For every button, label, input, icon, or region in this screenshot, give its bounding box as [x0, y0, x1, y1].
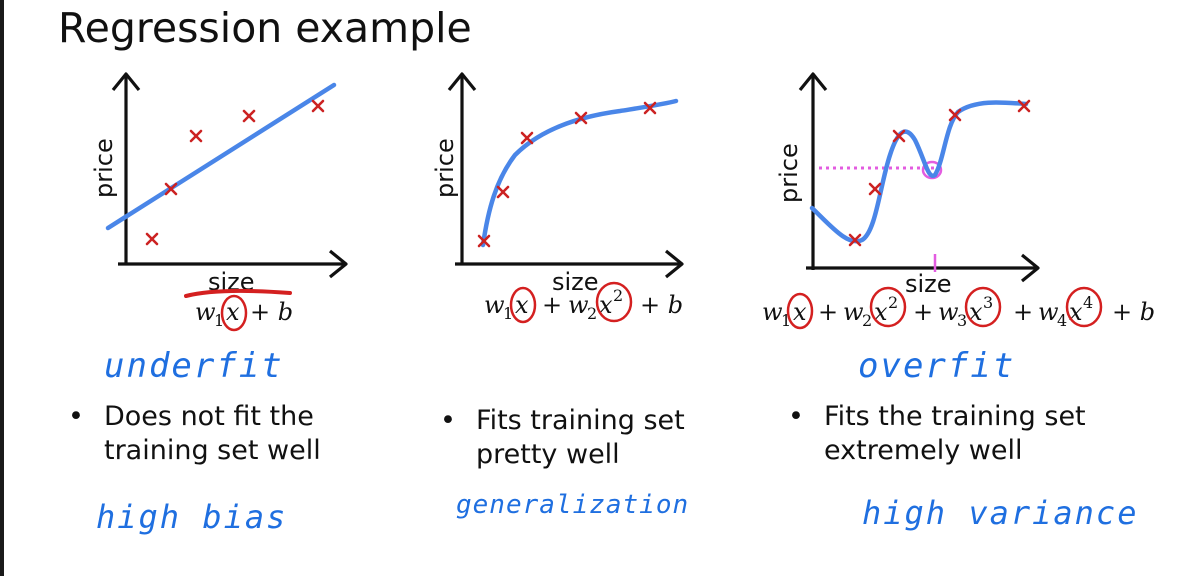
data-point [477, 234, 491, 248]
underfit-label: underfit [104, 346, 284, 386]
panel-overfit: price size w 1 x + w 2 x 2 + w 3 x 3 + [762, 72, 1155, 330]
data-points [145, 99, 325, 246]
equation-underfit: w 1 x + b [195, 294, 293, 332]
circled-term [1065, 286, 1103, 328]
bullet-underfit: • Does not fit the training set well [68, 400, 321, 468]
data-point [189, 129, 203, 143]
bullet-dot: • [788, 401, 804, 432]
equation-overfit: w 1 x + w 2 x 2 + w 3 x 3 + w 4 x 4 + b [762, 286, 1155, 330]
bullet-good-fit: • Fits training set pretty well [440, 404, 685, 472]
red-underline-mark [184, 289, 292, 298]
data-point [145, 232, 159, 246]
svg-text:1: 1 [781, 311, 791, 330]
data-point [574, 111, 588, 125]
data-point [643, 101, 657, 115]
high-variance-label: high variance [862, 494, 1139, 532]
svg-text:w: w [938, 298, 959, 326]
svg-text:+ b: + b [250, 298, 293, 326]
overfit-label: overfit [858, 346, 1016, 386]
data-point [868, 182, 882, 196]
x-axis-arrowhead [664, 249, 684, 279]
equation-good-fit: w 1 x + w 2 x 2 + b [484, 281, 683, 324]
bullet-line: training set well [104, 435, 321, 466]
data-point [311, 99, 325, 113]
bullet-line: Does not fit the [104, 401, 314, 432]
y-axis-label: price [775, 143, 803, 203]
generalization-label: generalization [456, 490, 690, 520]
data-point [164, 182, 178, 196]
bullet-line: pretty well [476, 439, 620, 470]
svg-text:2: 2 [888, 293, 898, 312]
y-axis-label: price [90, 138, 118, 198]
svg-text:+ b: + b [1112, 298, 1155, 326]
circled-term [220, 294, 248, 332]
circled-term [869, 286, 907, 328]
data-point [520, 131, 534, 145]
bullet-dot: • [440, 405, 456, 436]
svg-text:+: + [818, 298, 838, 326]
svg-text:x: x [793, 298, 807, 326]
svg-text:3: 3 [983, 293, 993, 312]
svg-text:4: 4 [1057, 311, 1067, 330]
highlight-circle [921, 160, 943, 180]
y-axis-arrowhead [111, 72, 141, 92]
svg-text:x: x [599, 291, 613, 319]
panel-good-fit: price size w 1 x + w 2 x 2 + b [431, 72, 684, 324]
y-axis-label: price [431, 138, 459, 198]
svg-text:2: 2 [862, 311, 872, 330]
svg-text:x: x [1069, 298, 1083, 326]
data-point [242, 109, 256, 123]
data-points [848, 99, 1031, 247]
data-point [848, 233, 862, 247]
y-axis-arrowhead [798, 72, 828, 92]
page-title: Regression example [58, 4, 472, 52]
svg-text:4: 4 [1083, 293, 1093, 312]
circled-term [786, 292, 814, 330]
data-points [477, 101, 657, 248]
svg-text:w: w [1038, 298, 1059, 326]
data-point [948, 108, 962, 122]
svg-text:+: + [913, 298, 933, 326]
svg-text:w: w [843, 298, 864, 326]
linear-fit-line [105, 82, 337, 231]
data-point [892, 129, 906, 143]
x-axis-label: size [905, 270, 952, 298]
svg-text:3: 3 [957, 311, 967, 330]
svg-text:x: x [226, 298, 240, 326]
bullet-line: extremely well [824, 435, 1023, 466]
circled-term [509, 286, 537, 324]
y-axis-arrowhead [447, 72, 477, 92]
svg-text:2: 2 [587, 304, 597, 323]
svg-text:+ b: + b [640, 291, 683, 319]
left-border [0, 0, 4, 576]
overfit-curve [809, 100, 1029, 244]
data-point [1017, 99, 1031, 113]
x-axis-arrowhead [1020, 253, 1040, 283]
svg-text:+: + [1013, 298, 1033, 326]
x-axis-arrowhead [328, 249, 348, 279]
bullet-line: Fits the training set [824, 401, 1086, 432]
svg-text:w: w [568, 291, 589, 319]
svg-text:x: x [874, 298, 888, 326]
bullet-line: Fits training set [476, 405, 685, 436]
svg-text:2: 2 [613, 286, 623, 305]
svg-text:w: w [195, 298, 216, 326]
svg-text:x: x [969, 298, 983, 326]
svg-text:w: w [484, 291, 505, 319]
svg-text:1: 1 [503, 304, 513, 323]
panel-underfit: price size w 1 x + b [90, 72, 348, 332]
quadratic-fit-curve [480, 98, 679, 248]
svg-text:1: 1 [214, 311, 224, 330]
svg-text:+: + [542, 291, 562, 319]
bullet-overfit: • Fits the training set extremely well [788, 400, 1086, 468]
bullet-dot: • [68, 401, 84, 432]
svg-text:x: x [515, 291, 529, 319]
circled-term [595, 281, 633, 323]
circled-term [964, 286, 1002, 328]
high-bias-label: high bias [96, 498, 288, 536]
svg-text:w: w [762, 298, 783, 326]
data-point [496, 185, 510, 199]
x-axis-label: size [552, 268, 599, 296]
